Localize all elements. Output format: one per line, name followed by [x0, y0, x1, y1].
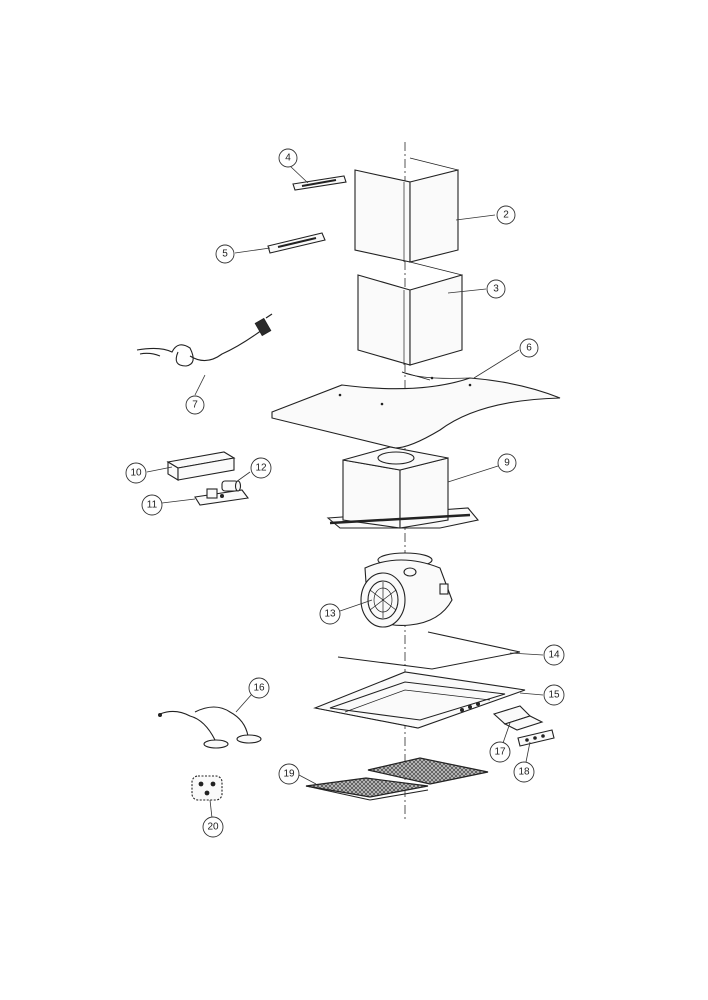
lower-chimney-cover	[357, 261, 463, 366]
halogen-lamps	[158, 706, 262, 749]
upper-mounting-bracket	[292, 175, 347, 191]
callout-label-17: 17	[494, 747, 506, 758]
connector-socket	[191, 775, 223, 801]
callout-7: 7	[185, 395, 205, 415]
side-bracket	[492, 705, 544, 731]
callout-13: 13	[319, 603, 341, 625]
callout-16: 16	[248, 677, 270, 699]
callout-label-19: 19	[283, 769, 295, 780]
callout-18: 18	[513, 761, 535, 783]
callout-17: 17	[489, 741, 511, 763]
callout-label-18: 18	[518, 767, 530, 778]
callout-label-16: 16	[253, 683, 265, 694]
hood-canopy-frame	[313, 671, 526, 729]
callout-label-4: 4	[285, 153, 291, 164]
motor-housing-box	[326, 446, 480, 529]
callout-14: 14	[543, 644, 565, 666]
callout-15: 15	[543, 684, 565, 706]
callout-label-3: 3	[493, 284, 499, 295]
control-box	[166, 451, 236, 481]
callout-label-15: 15	[548, 690, 560, 701]
callout-label-13: 13	[324, 609, 336, 620]
callout-label-11: 11	[147, 500, 158, 511]
callout-5: 5	[215, 244, 235, 264]
callout-label-14: 14	[548, 650, 560, 661]
capacitor	[221, 480, 242, 492]
callout-2: 2	[496, 205, 516, 225]
callout-3: 3	[486, 279, 506, 299]
callout-9: 9	[497, 453, 517, 473]
callout-12: 12	[250, 457, 272, 479]
blower-motor	[360, 552, 453, 628]
control-switch	[517, 729, 555, 747]
callout-20: 20	[202, 816, 224, 838]
power-cord	[136, 313, 273, 367]
callout-10: 10	[125, 462, 147, 484]
callout-label-10: 10	[130, 468, 142, 479]
upper-chimney-cover	[354, 157, 459, 263]
callout-19: 19	[278, 763, 300, 785]
callout-label-2: 2	[503, 210, 509, 221]
callout-6: 6	[519, 338, 539, 358]
callout-label-12: 12	[255, 463, 267, 474]
callout-label-6: 6	[526, 343, 532, 354]
callout-label-20: 20	[207, 822, 219, 833]
leader-lines	[146, 165, 544, 819]
lower-mounting-bracket	[267, 232, 326, 254]
callout-label-9: 9	[504, 458, 510, 469]
callout-label-5: 5	[222, 249, 228, 260]
callout-label-7: 7	[192, 400, 198, 411]
grease-filters	[305, 757, 489, 801]
callout-4: 4	[278, 148, 298, 168]
callout-11: 11	[141, 494, 163, 516]
circuit-board	[194, 488, 249, 506]
trim-plate	[337, 631, 521, 670]
glass-canopy	[271, 371, 561, 449]
